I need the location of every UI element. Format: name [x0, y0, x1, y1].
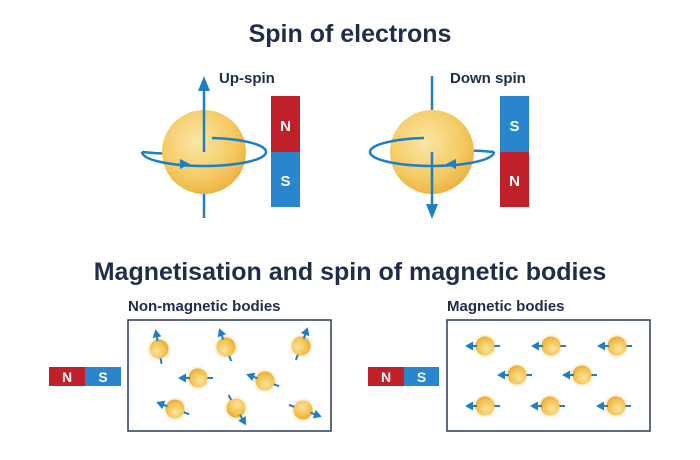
- spin-particle: [465, 333, 500, 359]
- spin-arrow-icon: [238, 416, 246, 426]
- magnet-north-label: N: [381, 369, 391, 385]
- spin-particle: [596, 393, 631, 419]
- spin-arrow-icon: [152, 329, 162, 338]
- spin-arrow-icon: [562, 370, 570, 380]
- down-spin-magnet: S N: [500, 96, 529, 207]
- spin-arrow-icon: [530, 401, 538, 411]
- magnet-north-label: N: [509, 173, 520, 190]
- magnet-south-label: S: [509, 118, 519, 135]
- magnet-north-label: N: [62, 369, 72, 385]
- up-spin-orbit-front: [140, 136, 268, 168]
- spin-arrow-icon: [312, 409, 322, 419]
- spin-arrow-icon: [597, 341, 605, 351]
- down-spin-orbit-front: [368, 136, 496, 168]
- magnet-south-label: S: [98, 369, 107, 385]
- title-magnetisation: Magnetisation and spin of magnetic bodie…: [93, 258, 607, 286]
- magnet-south-pole: [404, 367, 439, 386]
- up-spin-orbit-arrowhead: [180, 159, 190, 169]
- magnet-south-label: S: [417, 369, 426, 385]
- spin-particle: [465, 393, 500, 419]
- spin-particle: [531, 333, 566, 359]
- spin-particle: [246, 368, 280, 394]
- spin-particle: [530, 393, 565, 419]
- spin-arrow-icon: [465, 401, 473, 411]
- label-down-spin: Down spin: [450, 70, 526, 87]
- magnetic-spins: [465, 333, 632, 419]
- spin-particle: [597, 333, 632, 359]
- up-spin-electron: [140, 76, 268, 218]
- spin-arrow-icon: [178, 373, 186, 383]
- spin-particle: [288, 397, 322, 423]
- up-spin-axis-arrowhead-up-icon: [198, 76, 210, 91]
- spin-arrow-icon: [465, 341, 473, 351]
- label-up-spin: Up-spin: [219, 70, 275, 87]
- spin-arrow-icon: [156, 400, 166, 410]
- spin-arrow-icon: [246, 372, 256, 382]
- magnet-south-pole: [271, 152, 300, 207]
- magnet-north-pole: [271, 96, 300, 152]
- spin-particle: [288, 327, 314, 361]
- magnet-north-label: N: [280, 118, 291, 135]
- label-magnetic-bodies: Magnetic bodies: [447, 298, 565, 315]
- title-spin-of-electrons: Spin of electrons: [248, 20, 452, 48]
- magnetic-magnet: N S: [368, 367, 439, 386]
- magnet-north-pole: [49, 367, 85, 386]
- magnet-south-label: S: [280, 173, 290, 190]
- down-spin-electron: [368, 76, 496, 219]
- spin-arrow-icon: [497, 370, 505, 380]
- non-magnetic-spins: [146, 327, 322, 426]
- magnet-south-pole: [500, 96, 529, 152]
- spin-arrow-icon: [217, 328, 227, 338]
- spin-particle: [497, 362, 532, 388]
- up-spin-magnet: N S: [271, 96, 300, 207]
- magnet-north-pole: [368, 367, 404, 386]
- spin-particle: [562, 362, 597, 388]
- spin-arrow-icon: [596, 401, 604, 411]
- down-spin-orbit-arrowhead: [446, 159, 456, 169]
- spin-arrow-icon: [300, 327, 310, 337]
- spin-particle: [146, 329, 172, 364]
- spin-particle: [213, 328, 239, 362]
- down-spin-axis-arrowhead-down-icon: [426, 204, 438, 219]
- spin-particle: [223, 394, 249, 426]
- magnet-north-pole: [500, 152, 529, 207]
- spin-particle: [178, 365, 213, 391]
- spin-arrow-icon: [531, 341, 539, 351]
- magnet-south-pole: [85, 367, 121, 386]
- non-magnetic-magnet: N S: [49, 367, 121, 386]
- label-non-magnetic-bodies: Non-magnetic bodies: [128, 298, 281, 315]
- spin-particle: [156, 396, 190, 422]
